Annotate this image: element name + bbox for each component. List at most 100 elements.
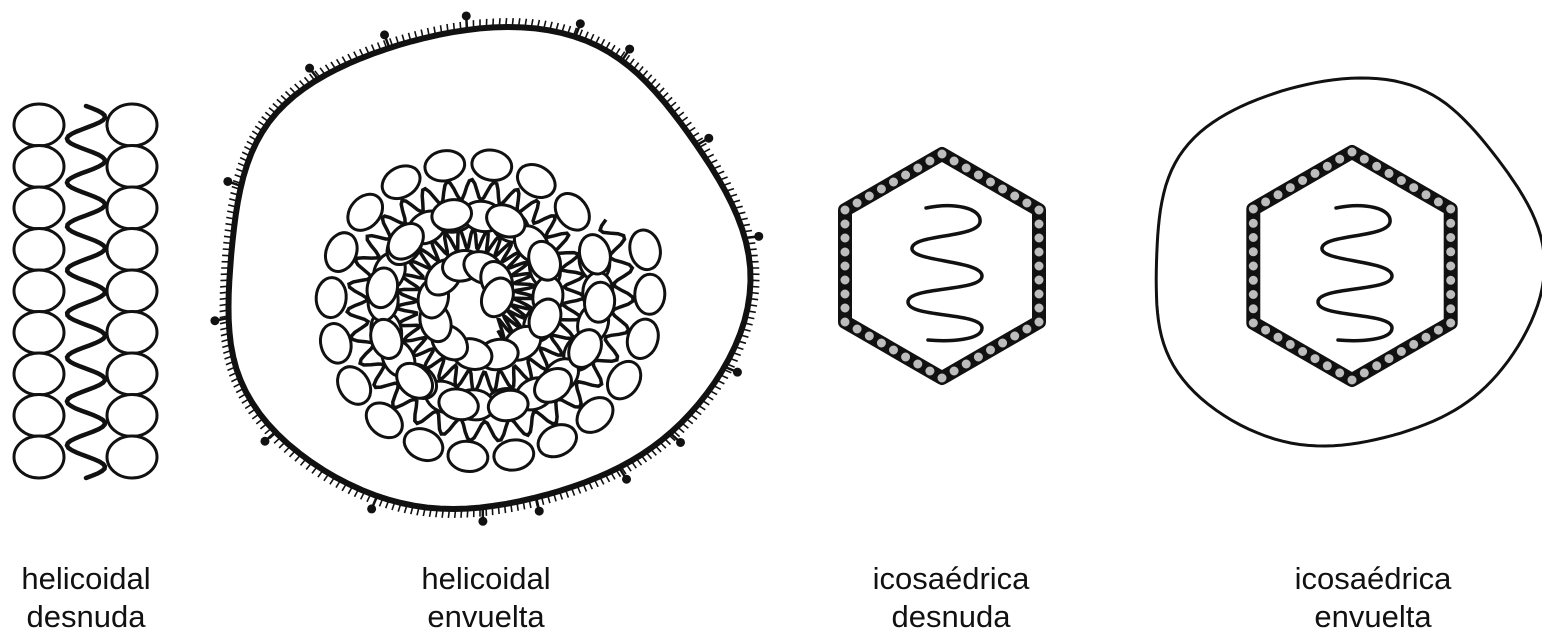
- capsomere: [634, 274, 665, 315]
- capsomere: [1297, 346, 1308, 357]
- spike-knob: [367, 504, 376, 513]
- spike-knob: [622, 475, 631, 484]
- capsomere: [1334, 367, 1345, 378]
- capsomere: [1396, 175, 1407, 186]
- capsomere: [14, 353, 64, 395]
- capsomere: [341, 187, 390, 237]
- capsomere: [1445, 318, 1456, 329]
- capsomere: [985, 177, 996, 188]
- capsomere: [973, 170, 984, 181]
- spike-knob: [210, 316, 219, 325]
- capsomere: [1034, 205, 1045, 216]
- capsomere: [1359, 367, 1370, 378]
- caption-line: helicoidal: [356, 560, 616, 598]
- nucleic-acid-strand: [1318, 206, 1392, 341]
- capsomere: [1445, 303, 1456, 314]
- capsomere: [1445, 218, 1456, 229]
- caption-helical-enveloped: helicoidal envuelta: [356, 560, 616, 636]
- capsomere: [320, 228, 363, 276]
- capsomere: [1297, 175, 1308, 186]
- capsomere: [1248, 303, 1259, 314]
- caption-icosahedral-naked: icosaédrica desnuda: [821, 560, 1081, 636]
- capsomere: [876, 184, 887, 195]
- spike-knob: [754, 232, 763, 241]
- capsomere: [1371, 360, 1382, 371]
- capsomere: [924, 156, 935, 167]
- capsomere: [1421, 332, 1432, 343]
- capsomere: [316, 320, 355, 366]
- capsomere: [1034, 275, 1045, 286]
- capsomere: [1445, 275, 1456, 286]
- helical-enveloped-virus-icon: [210, 11, 763, 525]
- capsomere: [1384, 168, 1395, 179]
- capsomere: [1408, 339, 1419, 350]
- capsomere: [1334, 154, 1345, 165]
- caption-helical-naked: helicoidal desnuda: [0, 560, 216, 636]
- capsomere: [1347, 147, 1358, 158]
- caption-line: envuelta: [356, 598, 616, 636]
- capsomere: [1445, 232, 1456, 243]
- capsomere: [331, 361, 378, 411]
- capsomere: [840, 233, 851, 244]
- capsomere: [1248, 246, 1259, 257]
- capsomere: [1034, 247, 1045, 258]
- spike-knob: [260, 437, 269, 446]
- capsomere: [1034, 303, 1045, 314]
- capsomere: [1310, 353, 1321, 364]
- caption-line: icosaédrica: [821, 560, 1081, 598]
- helical-naked-virus-icon: [14, 104, 157, 478]
- capsomere: [14, 436, 64, 478]
- capsomere: [1009, 331, 1020, 342]
- capsomere: [912, 163, 923, 174]
- capsomere: [876, 338, 887, 349]
- capsomere: [1359, 154, 1370, 165]
- capsomere: [1248, 261, 1259, 272]
- capsomere: [533, 419, 582, 463]
- capsomere: [14, 229, 64, 271]
- capsomere: [852, 324, 863, 335]
- spike-knob: [625, 45, 634, 54]
- capsomere: [1322, 360, 1333, 371]
- capsomere: [14, 187, 64, 229]
- capsomere: [852, 198, 863, 209]
- capsomere: [840, 247, 851, 258]
- nucleic-acid-strand: [908, 206, 982, 341]
- spike-knob: [704, 134, 713, 143]
- capsomere: [997, 338, 1008, 349]
- capsomere: [900, 352, 911, 363]
- caption-icosahedral-enveloped: icosaédrica envuelta: [1243, 560, 1503, 636]
- capsomere: [1421, 189, 1432, 200]
- capsomere: [840, 219, 851, 230]
- capsomere: [1285, 182, 1296, 193]
- capsomere: [107, 312, 157, 354]
- capsomere: [315, 277, 348, 319]
- caption-line: helicoidal: [0, 560, 216, 598]
- capsomere: [1445, 261, 1456, 272]
- capsomere: [107, 187, 157, 229]
- capsomere: [1285, 339, 1296, 350]
- capsomere: [1248, 318, 1259, 329]
- spike-knob: [380, 30, 389, 39]
- capsomere: [107, 270, 157, 312]
- capsomere: [548, 187, 596, 237]
- icosahedral-enveloped-virus-icon: [1156, 78, 1542, 446]
- spike-knob: [223, 177, 232, 186]
- capsomere: [1347, 375, 1358, 386]
- capsomere: [1371, 161, 1382, 172]
- caption-line: desnuda: [0, 598, 216, 636]
- capsomere: [1248, 275, 1259, 286]
- capsomere: [840, 303, 851, 314]
- capsid-shell: [845, 154, 1039, 378]
- lipid-envelope: [1156, 78, 1542, 446]
- capsomere: [623, 315, 664, 362]
- capsomere: [888, 345, 899, 356]
- capsomere: [1034, 233, 1045, 244]
- capsomere: [1322, 161, 1333, 172]
- capsomere: [14, 104, 64, 146]
- nucleic-acid-strand: [67, 106, 105, 478]
- capsomere: [1408, 182, 1419, 193]
- spike-knob: [305, 64, 314, 73]
- icosahedral-naked-virus-icon: [840, 149, 1045, 384]
- spike-knob: [676, 438, 685, 447]
